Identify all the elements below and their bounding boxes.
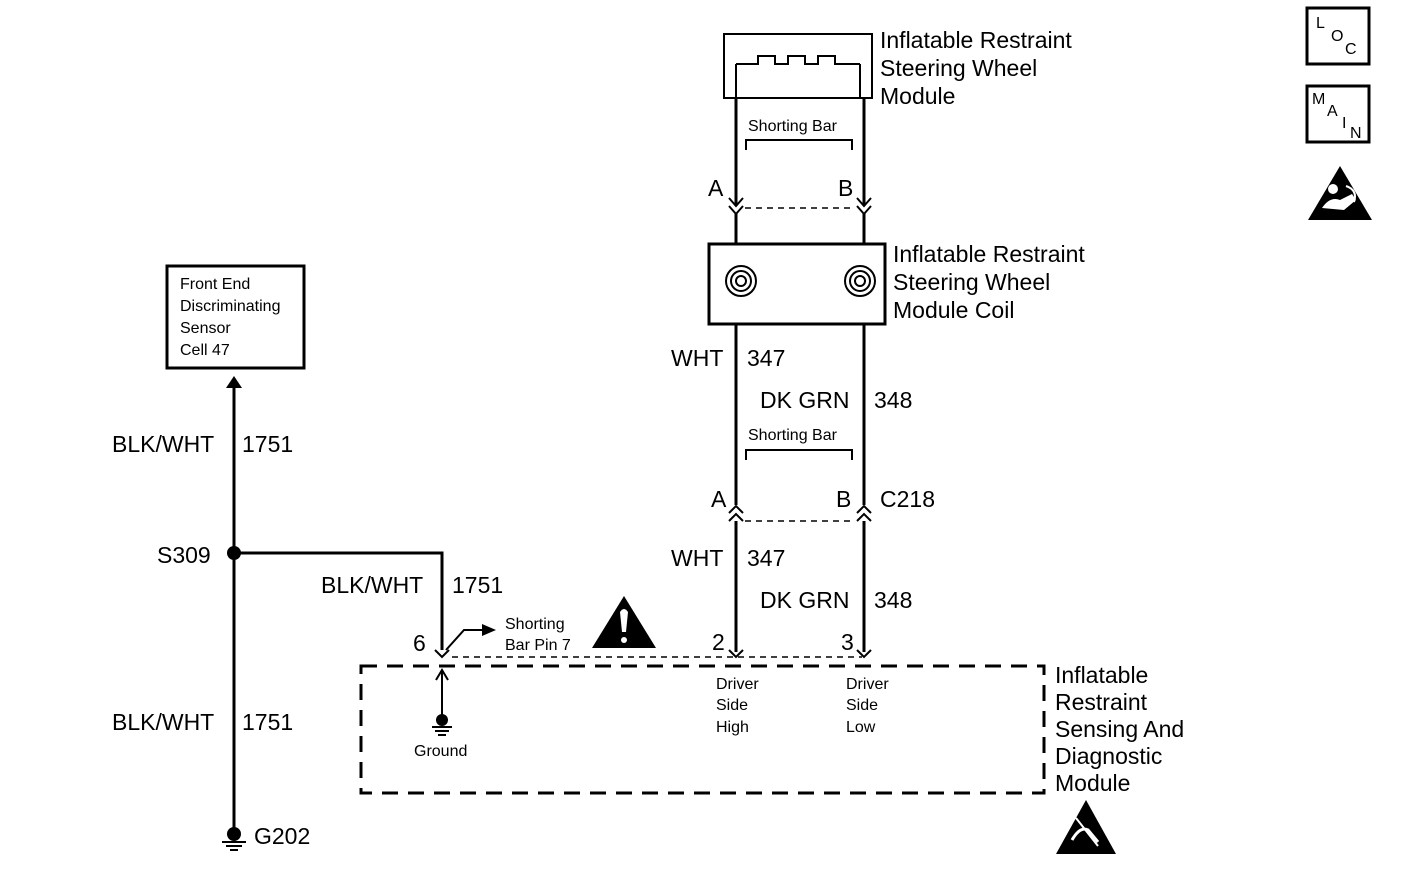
- front-sensor-label-3: Sensor: [180, 320, 231, 337]
- shorting-bar-bracket-lower: [745, 449, 853, 460]
- main-icon-m: M: [1312, 91, 1325, 108]
- coil-label-2: Steering Wheel: [893, 269, 1050, 295]
- steering-wheel-module-label-1: Inflatable Restraint: [880, 27, 1072, 53]
- wire-dkgrn-color-upper: DK GRN: [760, 387, 849, 413]
- connector-letter-b-upper: B: [838, 175, 853, 201]
- front-sensor-box: [165, 264, 306, 370]
- driver-high-label-2: Side: [716, 697, 748, 714]
- main-icon-n: N: [1350, 125, 1362, 142]
- sdm-label-4: Diagnostic: [1055, 743, 1162, 769]
- wire-wht-circuit-upper: 347: [747, 345, 785, 371]
- ground-g202-symbol-icon: [222, 827, 246, 851]
- main-icon[interactable]: M A I N: [1305, 84, 1371, 144]
- shorting-bar-label-lower: Shorting Bar: [748, 427, 838, 444]
- wire-blkwht-1751-to-pin6: [234, 551, 444, 650]
- pin-3-label: 3: [841, 629, 854, 655]
- sdm-label-5: Module: [1055, 770, 1130, 796]
- connector-c218-label: C218: [880, 486, 935, 512]
- main-icon-i: I: [1342, 115, 1346, 132]
- driver-low-label-1: Driver: [846, 676, 889, 693]
- steering-wheel-module-label-2: Steering Wheel: [880, 55, 1037, 81]
- connector-terminal-a-c218: [728, 504, 744, 522]
- pin-6-label: 6: [413, 630, 426, 656]
- pin-2-terminal: [728, 649, 744, 659]
- wire-blkwht-circuit-mid: 1751: [452, 572, 503, 598]
- pin-2-label: 2: [712, 629, 725, 655]
- splice-s309-label: S309: [157, 542, 211, 568]
- shorting-bar-pin-arrowhead-icon: [482, 624, 496, 636]
- main-icon-a: A: [1327, 103, 1338, 120]
- airbag-service-icon[interactable]: [1308, 166, 1372, 220]
- module-coil: [707, 242, 887, 326]
- front-sensor-label-2: Discriminating: [180, 298, 280, 315]
- sdm-label-1: Inflatable: [1055, 662, 1148, 688]
- shorting-bar-pin-label-1: Shorting: [505, 616, 565, 633]
- driver-low-label-2: Side: [846, 697, 878, 714]
- front-sensor-label-4: Cell 47: [180, 342, 230, 359]
- wire-blkwht-color-top: BLK/WHT: [112, 431, 214, 457]
- shorting-bar-label-upper: Shorting Bar: [748, 118, 838, 135]
- connector-letter-b-c218: B: [836, 486, 851, 512]
- shorting-bar-pin-label-2: Bar Pin 7: [505, 637, 571, 654]
- sdm-ground-symbol-icon: [432, 714, 452, 736]
- steering-wheel-module: [723, 33, 873, 99]
- ground-g202-label: G202: [254, 823, 310, 849]
- warning-triangle-icon: [592, 596, 656, 648]
- wire-wht-color-lower: WHT: [671, 545, 723, 571]
- loc-icon-c: C: [1345, 41, 1357, 58]
- wire-dkgrn-color-lower: DK GRN: [760, 587, 849, 613]
- wire-blkwht-circuit-bottom: 1751: [242, 709, 293, 735]
- wire-wht-circuit-lower: 347: [747, 545, 785, 571]
- arrow-to-sensor-icon: [226, 376, 242, 388]
- esd-sensitive-icon: [1056, 800, 1116, 854]
- wire-blkwht-circuit-top: 1751: [242, 431, 293, 457]
- connector-letter-a-c218: A: [711, 486, 727, 512]
- wire-blkwht-color-mid: BLK/WHT: [321, 572, 423, 598]
- coil-spiral-left-icon: [725, 265, 757, 297]
- pin-6-terminal: [434, 649, 450, 659]
- driver-high-label-3: High: [716, 719, 749, 736]
- coil-label-1: Inflatable Restraint: [893, 241, 1085, 267]
- connector-letter-a-upper: A: [708, 175, 724, 201]
- driver-low-label-3: Low: [846, 719, 876, 736]
- wire-wht-color-upper: WHT: [671, 345, 723, 371]
- loc-icon[interactable]: L O C: [1305, 6, 1371, 66]
- wire-dkgrn-circuit-lower: 348: [874, 587, 912, 613]
- wire-dkgrn-circuit-upper: 348: [874, 387, 912, 413]
- connector-terminal-b-c218: [856, 504, 872, 522]
- sdm-ground-label: Ground: [414, 743, 467, 760]
- coil-label-3: Module Coil: [893, 297, 1014, 323]
- coil-spiral-right-icon: [844, 265, 876, 297]
- shorting-bar-pin-arrow: [445, 629, 484, 651]
- sdm-ground-arrow-icon: [435, 668, 449, 681]
- loc-icon-o: O: [1331, 28, 1343, 45]
- shorting-bar-bracket-upper: [745, 139, 853, 150]
- driver-high-label-1: Driver: [716, 676, 759, 693]
- wire-blkwht-color-bottom: BLK/WHT: [112, 709, 214, 735]
- sdm-label-2: Restraint: [1055, 689, 1148, 715]
- steering-wheel-module-label-3: Module: [880, 83, 955, 109]
- pin-3-terminal: [856, 649, 872, 659]
- front-sensor-label-1: Front End: [180, 276, 250, 293]
- sdm-label-3: Sensing And: [1055, 716, 1184, 742]
- sdm-module-box: [359, 664, 1046, 795]
- loc-icon-l: L: [1316, 15, 1325, 32]
